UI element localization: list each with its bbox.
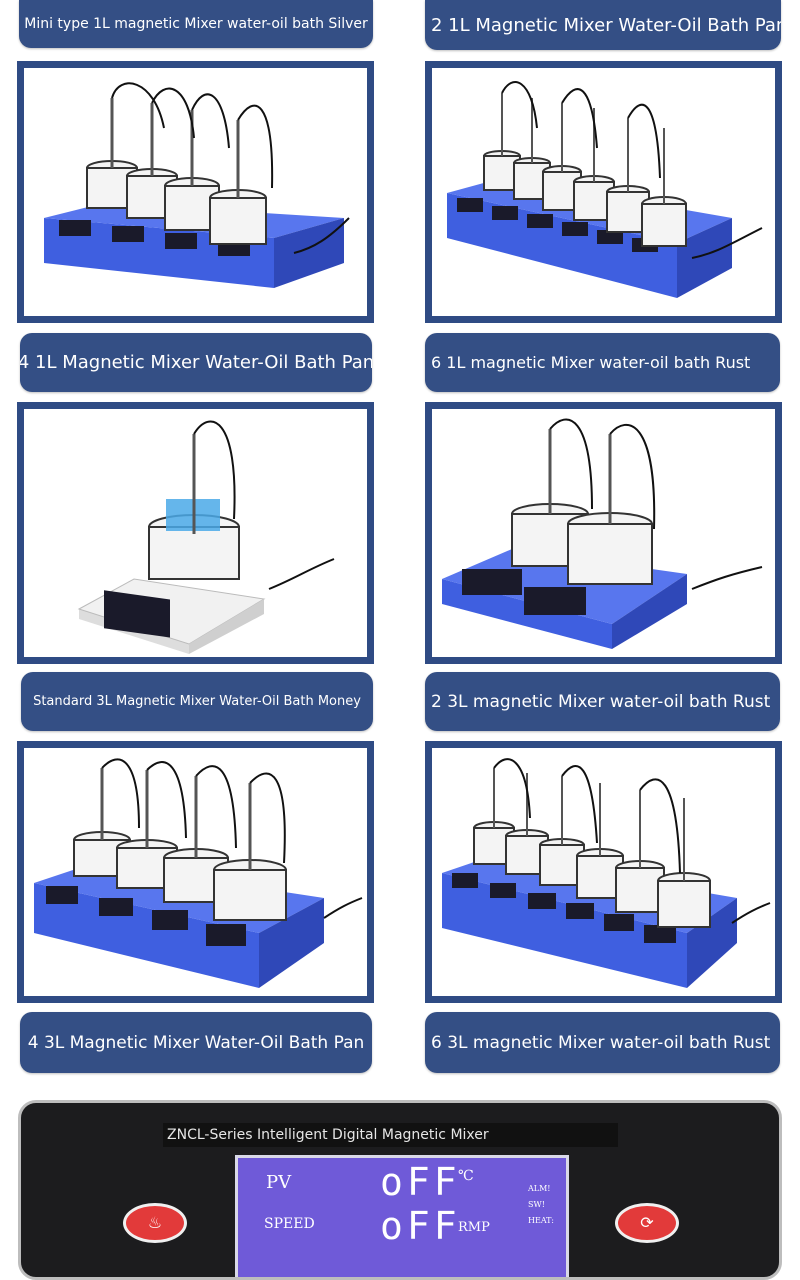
product-label-text: 4 1L Magnetic Mixer Water-Oil Bath Pan — [20, 352, 372, 373]
product-label-text: 6 1L magnetic Mixer water-oil bath Rust — [431, 353, 751, 372]
mixer-4-pot-illustration — [44, 82, 350, 288]
product-label-text: Standard 3L Magnetic Mixer Water-Oil Bat… — [33, 694, 361, 709]
mixer-4-pot-3l-illustration — [34, 758, 363, 988]
product-label-6x1l: 6 1L magnetic Mixer water-oil bath Rust — [425, 333, 780, 392]
product-label-text: 4 3L Magnetic Mixer Water-Oil Bath Pan — [27, 1032, 365, 1053]
temp-unit: ℃ — [458, 1168, 474, 1184]
heat-button-icon[interactable]: ♨ — [123, 1203, 187, 1243]
product-image-standard-3l[interactable] — [17, 741, 374, 1003]
stir-button-icon[interactable]: ⟳ — [615, 1203, 679, 1243]
mixer-2-pot-illustration — [442, 418, 763, 649]
product-image-6x1l[interactable] — [425, 402, 782, 664]
pv-readout: oFF — [380, 1160, 461, 1204]
heat-indicator: HEAT: — [528, 1216, 554, 1225]
speed-label: SPEED — [264, 1216, 315, 1232]
pv-label: PV — [266, 1172, 292, 1193]
product-label-6x3l: 6 3L magnetic Mixer water-oil bath Rust — [425, 1012, 780, 1073]
product-label-text: 2 3L magnetic Mixer water-oil bath Rust — [431, 691, 771, 712]
product-label-mini-1l: Mini type 1L magnetic Mixer water-oil ba… — [19, 0, 373, 48]
speed-readout: oFF — [380, 1204, 461, 1248]
product-image-4x1l[interactable] — [17, 402, 374, 664]
product-image-2x1l[interactable] — [425, 61, 782, 323]
product-label-2x3l: 2 3L magnetic Mixer water-oil bath Rust — [425, 672, 780, 731]
product-label-4x3l: 4 3L Magnetic Mixer Water-Oil Bath Pan — [20, 1012, 372, 1073]
product-label-2x1l: 2 1L Magnetic Mixer Water-Oil Bath Pan — [425, 0, 781, 50]
mixer-6-pot-3l-illustration — [442, 758, 771, 988]
product-image-2x3l[interactable] — [425, 741, 782, 1003]
mixer-single-white-illustration — [77, 420, 335, 654]
lcd-display: PV SPEED oFF oFF ℃ RMP ALM! SW! HEAT: — [235, 1155, 569, 1277]
product-label-4x1l: 4 1L Magnetic Mixer Water-Oil Bath Pan — [20, 333, 372, 392]
alarm-indicator: ALM! — [528, 1184, 551, 1193]
control-panel-closeup: ZNCL-Series Intelligent Digital Magnetic… — [18, 1100, 782, 1280]
product-image-mini-1l[interactable] — [17, 61, 374, 323]
product-label-text: 6 3L magnetic Mixer water-oil bath Rust — [431, 1032, 771, 1053]
speed-unit: RMP — [458, 1220, 490, 1235]
panel-title: ZNCL-Series Intelligent Digital Magnetic… — [163, 1123, 618, 1147]
product-label-standard-3l: Standard 3L Magnetic Mixer Water-Oil Bat… — [21, 672, 373, 731]
mixer-6-pot-illustration — [447, 81, 763, 298]
product-label-text: Mini type 1L magnetic Mixer water-oil ba… — [24, 16, 368, 32]
product-label-text: 2 1L Magnetic Mixer Water-Oil Bath Pan — [431, 14, 781, 36]
switch-indicator: SW! — [528, 1200, 545, 1209]
